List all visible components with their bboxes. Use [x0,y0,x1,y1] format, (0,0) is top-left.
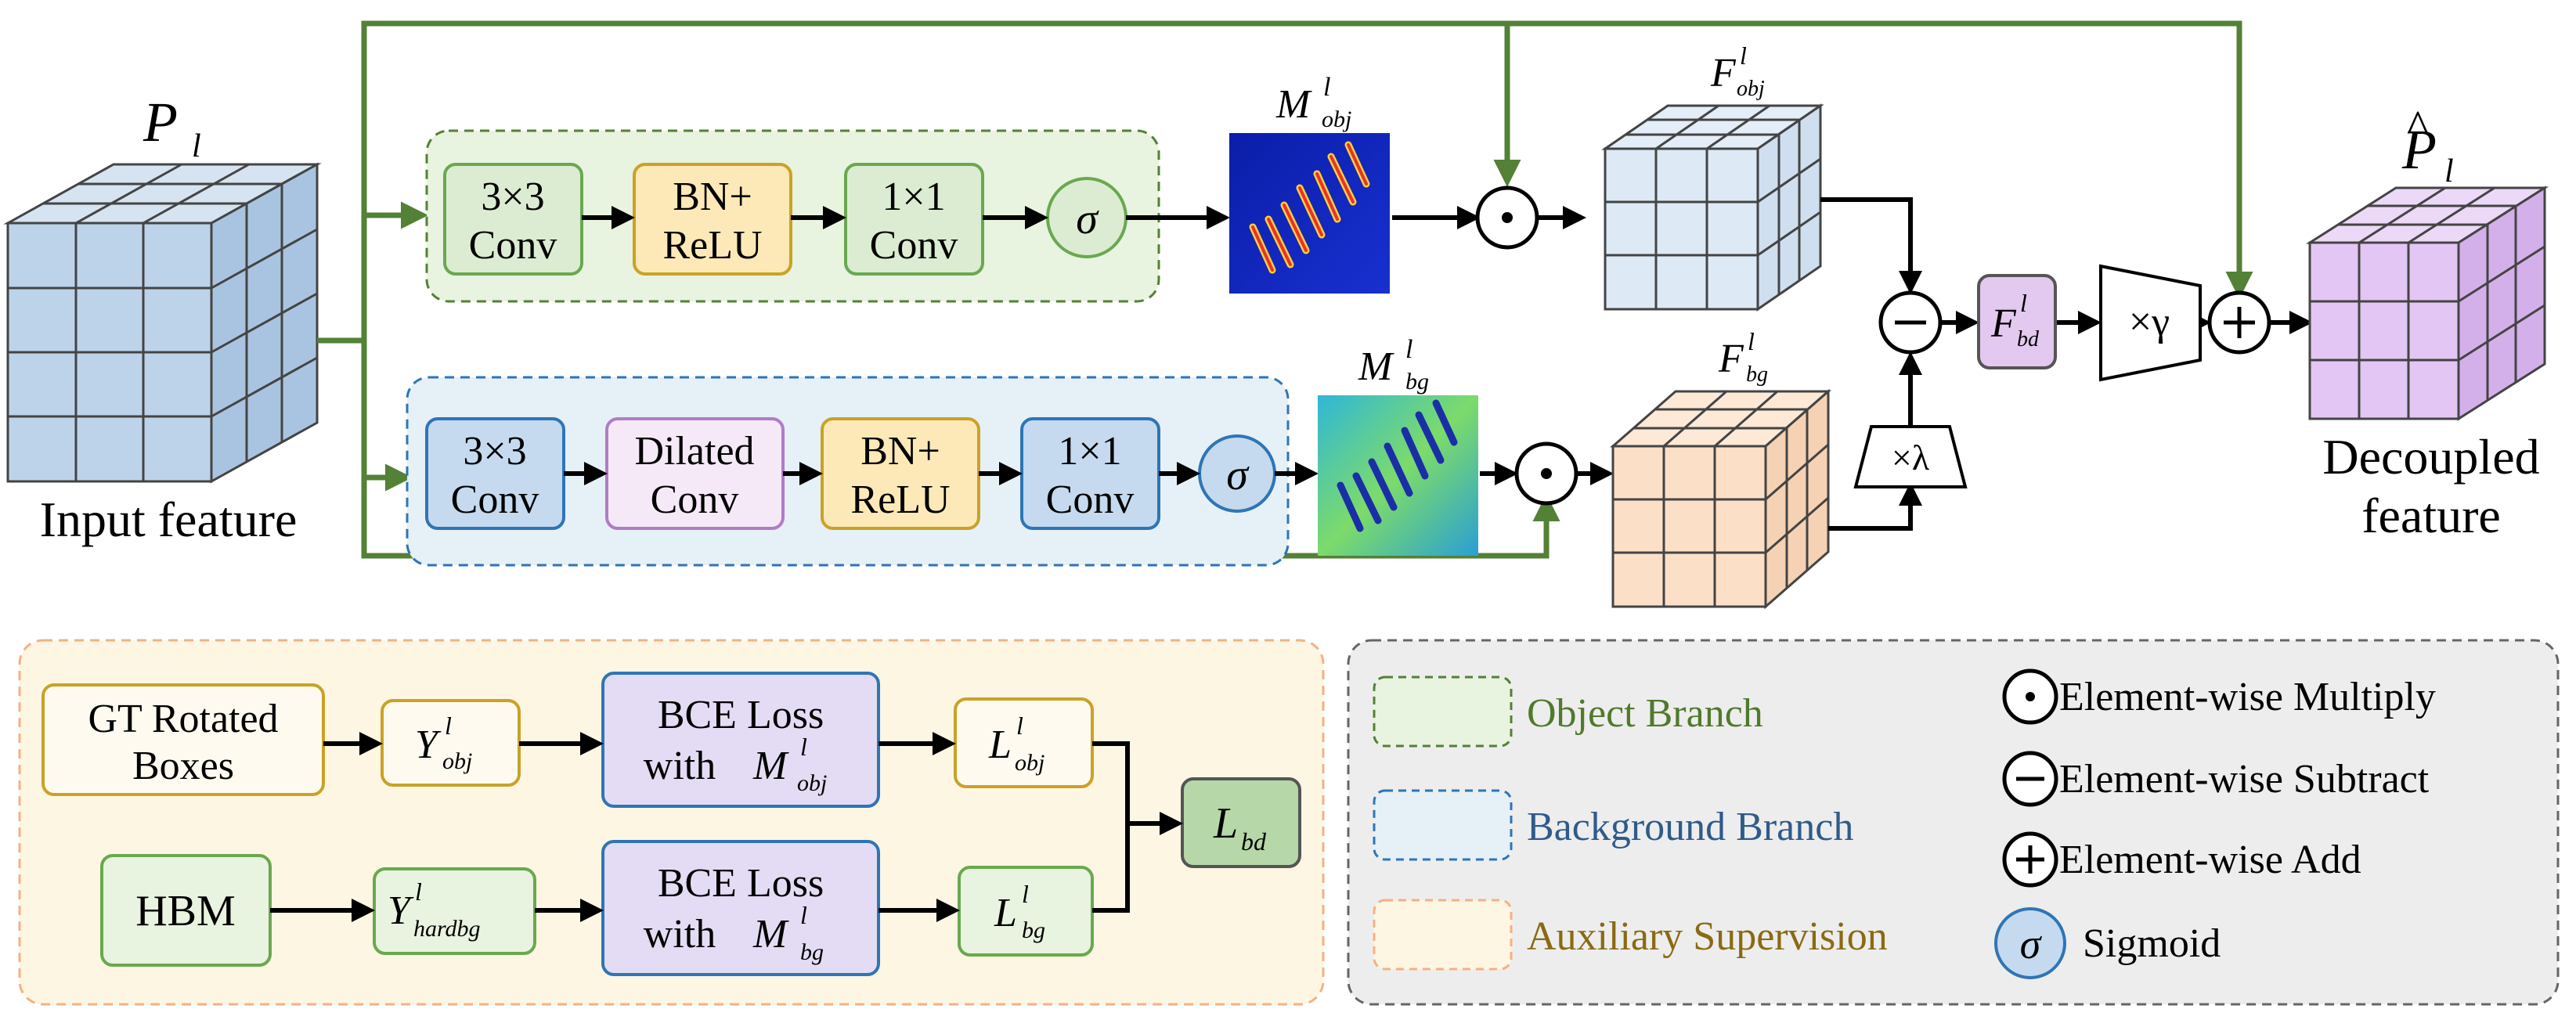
input-caption: Input feature [40,492,298,547]
obj-conv3-line2: Conv [469,223,557,268]
output-feature-cube [2305,186,2549,421]
l-bd-sub: bd [1241,827,1267,856]
input-symbol: P [143,91,178,153]
gt-line1: GT Rotated [88,697,278,741]
f-bd-sup: l [2020,289,2027,317]
output-caption-line1: Decoupled [2322,429,2539,485]
legend-subtract-label: Element-wise Subtract [2059,757,2430,802]
bg-bnrelu-line1: BN+ [860,429,940,474]
obj-bnrelu-line1: BN+ [673,175,752,219]
bce-bg-sup: l [800,901,807,929]
legend-background-swatch [1373,789,1513,861]
bg-map-sub: bg [1405,369,1429,395]
legend-auxiliary-label: Auxiliary Supervision [1527,914,1888,959]
bg-dilated-line2: Conv [651,477,739,522]
bce-obj-line2: with [644,744,716,788]
legend-background-label: Background Branch [1527,805,1853,849]
obj-attention-map [1229,133,1390,294]
bce-obj-sup: l [800,733,807,761]
bg-conv3-line2: Conv [451,477,539,522]
obj-sigmoid-symbol: σ [1076,195,1099,243]
f-obj-symbol: F [1710,51,1737,95]
legend-sigmoid-symbol: σ [2020,921,2043,968]
f-bg-sub: bg [1746,362,1768,387]
y-bg-symbol: Y [388,888,414,933]
y-bg-sub: hardbg [413,916,481,942]
legend-object-label: Object Branch [1527,691,1763,736]
bg-conv1-line1: 1×1 [1058,429,1121,474]
obj-conv3-line1: 3×3 [481,175,544,219]
l-bg-sup: l [1022,880,1029,908]
output-symbol: P [2401,118,2437,181]
gamma-scale-block [2099,264,2202,382]
l-obj-sub: obj [1015,750,1044,776]
f-bg-sup: l [1748,327,1755,355]
bg-multiply-dot [1541,468,1552,479]
obj-bnrelu-line2: ReLU [662,223,762,268]
f-bd-symbol: F [1990,301,2017,346]
obj-conv1-line2: Conv [870,223,958,268]
lambda-label: ×λ [1892,438,1930,477]
l-obj-symbol: L [988,723,1012,767]
obj-multiply-dot [1502,212,1513,223]
y-obj-sup: l [445,712,452,740]
legend-add-label: Element-wise Add [2059,838,2361,882]
gamma-label: ×γ [2129,300,2170,344]
f-bg-cube [1610,388,1831,610]
gt-line2: Boxes [132,744,234,788]
lambda-scale-block [1853,425,1968,488]
input-symbol-sub: l [192,128,201,164]
legend-sigmoid-icon [1994,907,2066,979]
legend-object-swatch [1373,676,1513,748]
y-obj-sub: obj [442,748,472,774]
obj-conv1-line1: 1×1 [882,175,945,219]
bce-obj-symbol: M [752,744,789,788]
f-obj-sub: obj [1737,77,1765,101]
fusion-arrows [1820,197,2313,531]
f-bg-symbol: F [1718,337,1744,381]
hbm-label: HBM [135,887,236,935]
bg-conv1-line2: Conv [1046,477,1135,522]
input-feature-cube [3,162,322,484]
output-caption-line2: feature [2361,488,2501,543]
bg-dilated-line1: Dilated [634,429,754,474]
bce-obj-sub: obj [797,770,827,796]
bg-conv3-line1: 3×3 [463,429,526,474]
f-obj-cube [1601,103,1824,312]
gt-boxes-block [41,683,325,796]
bce-bg-symbol: M [752,912,789,957]
y-bg-sup: l [415,877,422,906]
output-symbol-sub: l [2444,153,2454,189]
legend-multiply-label: Element-wise Multiply [2059,675,2436,719]
f-obj-sup: l [1740,41,1747,70]
bg-map-sup: l [1405,335,1412,364]
obj-map-sup: l [1323,73,1330,102]
f-bd-block [1977,274,2057,369]
l-bd-symbol: L [1213,799,1238,848]
y-obj-symbol: Y [415,723,442,767]
bg-bnrelu-line2: ReLU [850,477,950,522]
bce-bg-line2: with [644,912,716,957]
obj-map-sub: obj [1322,106,1351,132]
l-obj-sup: l [1016,712,1023,740]
bce-bg-line1: BCE Loss [658,861,824,906]
f-bd-sub: bd [2017,327,2040,351]
bg-sigmoid-symbol: σ [1226,451,1250,499]
bce-obj-line1: BCE Loss [658,693,824,737]
legend-multiply-dot [2026,692,2035,701]
legend-auxiliary-swatch [1373,899,1513,971]
bg-map-symbol: M [1358,344,1394,389]
legend-panel [1347,639,2560,1006]
output-hat: ^ [2407,101,2429,153]
l-bg-symbol: L [994,891,1017,935]
obj-map-symbol: M [1275,82,1312,127]
legend-sigmoid-label: Sigmoid [2083,921,2221,966]
supervision-arrows [270,732,1183,922]
l-bg-sub: bg [1022,917,1045,943]
bg-attention-map [1318,395,1478,556]
bce-bg-sub: bg [800,939,824,965]
